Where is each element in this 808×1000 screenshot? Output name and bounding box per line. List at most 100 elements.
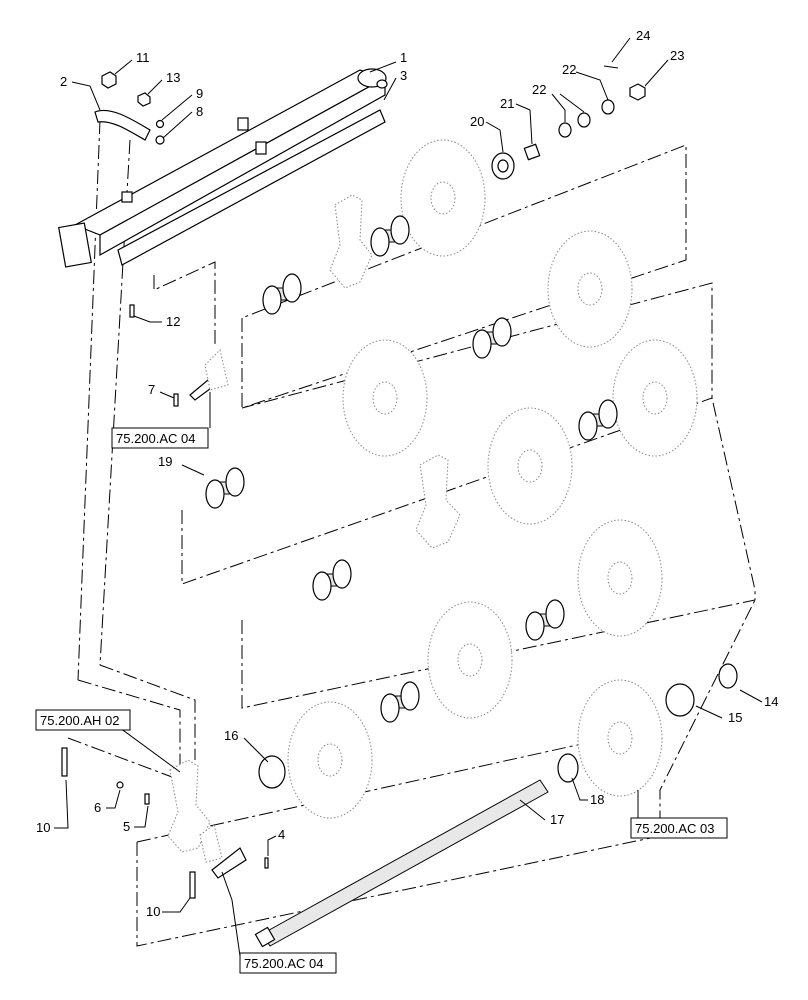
bracket-hardware <box>94 71 165 318</box>
flange-18 <box>557 753 579 783</box>
callout-22b: 22 <box>562 62 576 77</box>
disc-hub-8 <box>317 743 343 777</box>
callout-12: 12 <box>166 314 180 329</box>
washer-8 <box>155 135 165 145</box>
callout-2: 2 <box>60 74 67 89</box>
leader-8 <box>162 111 193 139</box>
leader-ac04-bottom <box>221 871 241 957</box>
frame-bracket-guide <box>153 261 216 345</box>
spool-7 <box>312 559 352 601</box>
callout-20: 20 <box>470 114 484 129</box>
nut-11 <box>101 71 117 89</box>
bolt-4 <box>264 857 269 869</box>
reference-boxes: 75.200.AC 04 75.200.AH 02 75.200.AC 03 7… <box>35 427 728 974</box>
frame-tab-3 <box>121 191 133 203</box>
ref-ac04-top-text: 75.200.AC 04 <box>116 431 196 446</box>
ref-box-ac04-bottom[interactable]: 75.200.AC 04 <box>239 952 337 974</box>
frame-tab-2 <box>255 141 267 155</box>
pin-24 <box>603 65 619 69</box>
washer-22c <box>601 99 615 115</box>
leader-ah02 <box>119 727 181 773</box>
callout-1: 1 <box>400 50 407 65</box>
leader-12 <box>133 315 162 323</box>
disc-hub-5 <box>517 449 543 483</box>
leader-10b <box>162 897 191 913</box>
leader-9 <box>161 94 193 121</box>
scraper-blade-lower <box>211 847 247 879</box>
ref-box-ah02[interactable]: 75.200.AH 02 <box>35 709 131 731</box>
callout-3: 3 <box>400 68 407 83</box>
callout-10b: 10 <box>146 904 160 919</box>
leader-17 <box>519 799 546 821</box>
callout-labels: 1 2 3 4 5 6 7 8 9 10 10 11 12 13 14 15 1… <box>36 28 778 919</box>
leader-14 <box>739 689 763 703</box>
pin-5 <box>144 793 150 805</box>
spool-3 <box>205 467 245 509</box>
leader-lines <box>54 37 763 957</box>
bolt-10-lower <box>189 871 196 899</box>
leader-22b <box>559 93 585 113</box>
frame-pivot-hole <box>376 79 388 89</box>
scraper-mount-lower <box>199 824 223 863</box>
lower-scraper <box>61 747 269 899</box>
leader-4 <box>267 835 277 856</box>
washer-22a <box>558 122 572 138</box>
callout-22a: 22 <box>532 82 546 97</box>
spacer-14 <box>718 663 738 689</box>
callout-14: 14 <box>764 694 778 709</box>
ref-box-ac04-top[interactable]: 75.200.AC 04 <box>111 427 209 449</box>
nut-13 <box>137 92 151 107</box>
leader-15 <box>695 705 723 719</box>
ref-box-ac03[interactable]: 75.200.AC 03 <box>630 817 728 839</box>
bolt-12 <box>129 304 135 318</box>
callout-5: 5 <box>123 819 130 834</box>
callout-9: 9 <box>196 86 203 101</box>
leader-16 <box>243 737 269 763</box>
bolt-10-upper <box>61 747 68 777</box>
washer-22b <box>577 112 591 128</box>
left-guide-line-1 <box>77 119 101 681</box>
ref-ah02-text: 75.200.AH 02 <box>40 713 120 728</box>
leader-10a <box>54 779 69 829</box>
disc-hub-2 <box>577 272 603 306</box>
bolt-7 <box>173 393 179 407</box>
leader-2 <box>71 81 101 111</box>
callout-18: 18 <box>590 792 604 807</box>
leader-1 <box>369 61 397 73</box>
gang-shaft <box>254 779 549 948</box>
callout-23: 23 <box>670 48 684 63</box>
spools-group <box>205 215 738 789</box>
discs-group <box>287 139 698 819</box>
spool-6 <box>262 273 302 315</box>
outline-group-3 <box>241 397 756 709</box>
callout-19: 19 <box>158 454 172 469</box>
leader-11 <box>114 59 133 75</box>
toolbar-frame <box>58 68 388 268</box>
disc-hub-6 <box>607 561 633 595</box>
callout-8: 8 <box>196 104 203 119</box>
left-guide-bottom <box>77 679 181 790</box>
left-guide-bottom-2 <box>99 664 196 760</box>
frame-tube-front <box>99 76 386 257</box>
frame-bar-lower <box>117 109 386 266</box>
bearing-hangers <box>167 194 461 853</box>
callout-17: 17 <box>550 812 564 827</box>
leader-21 <box>515 103 533 145</box>
ref-ac04-bottom-text: 75.200.AC 04 <box>244 956 324 971</box>
callout-21: 21 <box>500 96 514 111</box>
leader-22 <box>551 93 566 122</box>
bearing-hanger-upper <box>329 194 373 289</box>
frame-end-plate <box>58 222 92 268</box>
bearing-hanger-middle <box>415 454 461 549</box>
nut-23 <box>629 83 646 101</box>
disc-hub-3 <box>372 381 398 415</box>
bearing-20-inner <box>497 159 509 173</box>
bearing-hanger-lower <box>167 759 211 853</box>
leader-24 <box>611 37 631 63</box>
leader-19 <box>181 464 205 476</box>
callout-16: 16 <box>224 728 238 743</box>
spool-1 <box>472 317 512 359</box>
spool-8 <box>370 215 410 257</box>
callout-7: 7 <box>148 382 155 397</box>
